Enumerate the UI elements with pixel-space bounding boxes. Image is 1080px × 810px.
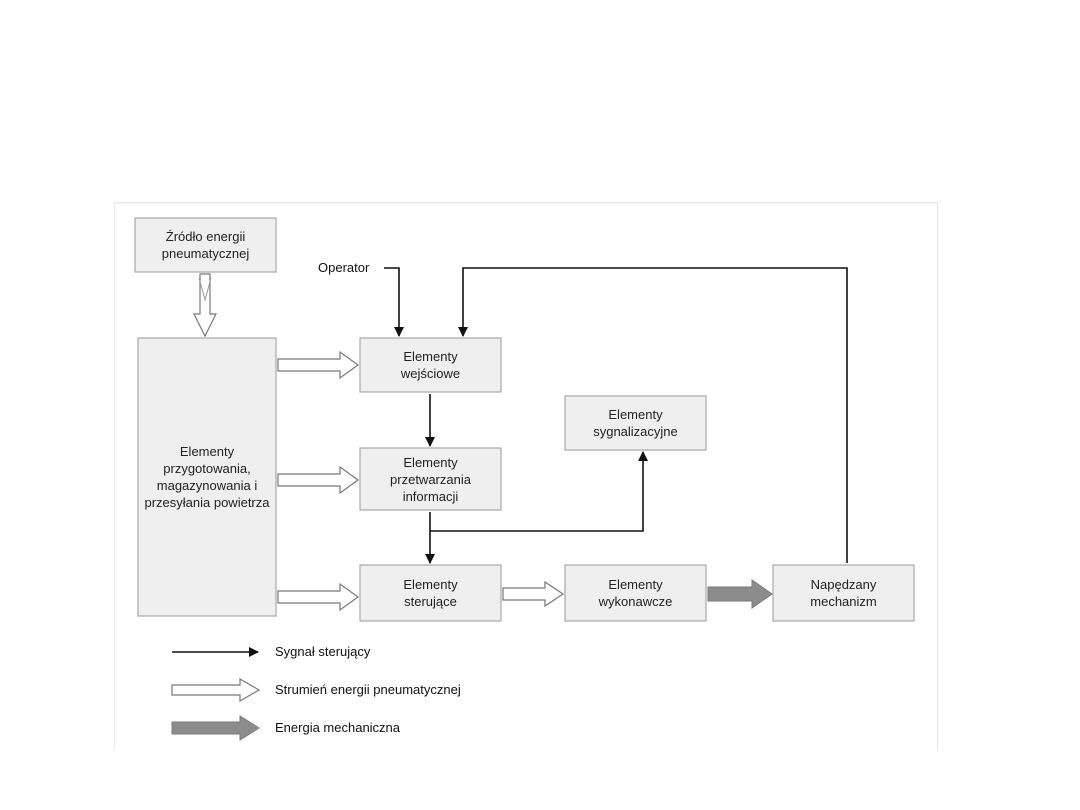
legend-signal-label: Sygnał sterujący [275,644,371,659]
pneumatic-arrow-to-processing [277,465,360,495]
node-actuators-box [564,564,707,622]
operator-label: Operator [318,260,370,275]
node-input-box [359,337,502,393]
node-source-box [134,217,277,273]
node-processing-box [359,447,502,511]
node-signaling-label: Elementy sygnalizacyjne [593,407,678,439]
diagram-panel [114,202,938,750]
pneumatic-arrow-to-control [277,582,360,612]
signal-line-processing-to-signaling [430,451,648,532]
node-input-label: Elementy wejściowe [400,349,461,381]
node-preparation-box [137,337,277,617]
legend-mechanical-label: Energia mechaniczna [275,720,401,735]
node-processing-label: Elementy przetwarzania informacji [390,454,471,504]
mechanical-arrow-actuators-to-mechanism [707,579,773,609]
legend-pneumatic-arrow-symbol [171,677,261,703]
node-control-box [359,564,502,622]
pneumatic-arrow-source-detail [198,277,212,302]
legend-pneumatic-label: Strumień energii pneumatycznej [275,682,461,697]
node-mechanism-label: Napędzany mechanizm [810,577,877,609]
signal-line-operator-to-input [384,267,404,337]
pneumatic-arrow-to-input [277,350,360,380]
node-source-label: Źródło energii pneumatycznej [161,229,250,261]
node-preparation-label: Elementy przygotowania, magazynowania i … [144,444,270,510]
node-actuators-label: Elementy wykonawcze [598,577,673,609]
signal-line-feedback-mechanism-to-input [458,267,848,563]
node-control-label: Elementy sterujące [403,577,458,609]
pneumatic-arrow-source-to-preparation [193,273,217,338]
node-signaling-box [564,395,707,451]
node-mechanism-box [772,564,915,622]
pneumatic-arrow-control-to-actuators [502,580,565,608]
legend-mechanical-arrow-symbol [171,715,260,741]
